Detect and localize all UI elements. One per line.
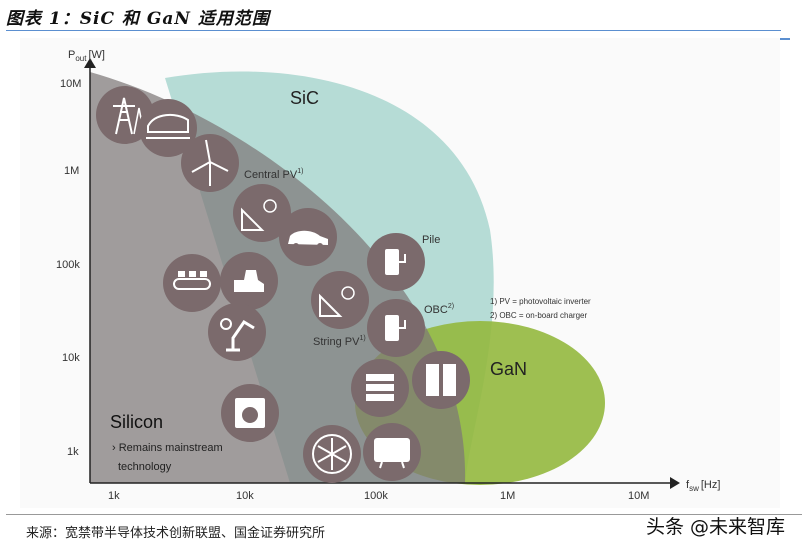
footnote-pv: 1) PV = photovoltaic inverter: [490, 297, 591, 306]
robot-arm-icon: [208, 303, 266, 361]
central-pv-label: Central PV1): [244, 168, 303, 181]
y-tick-label: 10M: [60, 78, 81, 90]
x-tick-label: 10k: [236, 490, 254, 502]
y-axis-arrow: [84, 58, 96, 68]
title-divider: [6, 30, 781, 31]
source-note: 来源：宽禁带半导体技术创新联盟、国金证券研究所: [26, 526, 326, 541]
wind-turbine-icon: [181, 134, 239, 192]
tv-icon: [363, 423, 421, 481]
sic-label: SiC: [290, 88, 319, 108]
y-tick-label: 100k: [56, 259, 80, 271]
server-rack-icon: [351, 359, 409, 417]
obc-label: OBC2): [424, 303, 454, 316]
data-center-icon: [412, 351, 470, 409]
central-pv-icon: [233, 184, 291, 242]
y-tick-label: 1k: [67, 446, 79, 458]
silicon-note: › Remains mainstream: [112, 442, 223, 454]
gan-label: GaN: [490, 359, 527, 379]
figure-title: 图表 1：SiC 和 GaN 适用范围: [6, 9, 270, 29]
pile-label: Pile: [422, 234, 440, 246]
high-speed-train-icon: [139, 99, 197, 157]
electric-car-icon: [279, 208, 337, 266]
silicon-note: technology: [118, 461, 172, 473]
watermark: 头条 @未来智库: [646, 516, 786, 538]
x-tick-label: 1k: [108, 490, 120, 502]
y-tick-label: 10k: [62, 352, 80, 364]
y-axis-label: Pout[W]: [68, 49, 105, 63]
x-axis-arrow: [670, 477, 680, 489]
silicon-label: Silicon: [110, 412, 163, 432]
on-board-charger-icon: [367, 299, 425, 357]
conveyor-icon: [163, 254, 221, 312]
fan-icon: [303, 425, 361, 483]
x-axis-label: fsw[Hz]: [686, 479, 720, 493]
charging-pile-icon: [367, 233, 425, 291]
footnote-obc: 2) OBC = on-board charger: [490, 311, 587, 320]
title-accent-mark: [780, 38, 790, 40]
x-tick-label: 10M: [628, 490, 649, 502]
washing-machine-icon: [221, 384, 279, 442]
bulldozer-icon: [220, 252, 278, 310]
x-tick-label: 100k: [364, 490, 388, 502]
y-tick-label: 1M: [64, 165, 79, 177]
footer-divider: [6, 514, 802, 515]
string-pv-label: String PV1): [313, 335, 366, 348]
string-pv-icon: [311, 271, 369, 329]
x-tick-label: 1M: [500, 490, 515, 502]
